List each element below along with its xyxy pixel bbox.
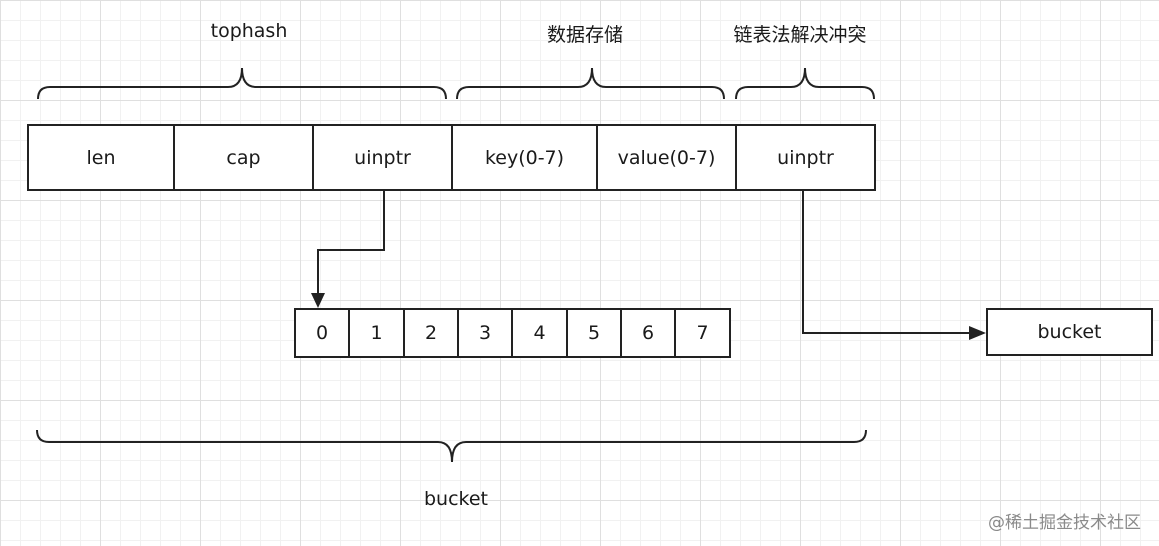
slot-2: 2 bbox=[405, 310, 459, 356]
tophash-array: 0 1 2 3 4 5 6 7 bbox=[294, 308, 731, 358]
field-tophash-pointer: uinptr bbox=[314, 126, 453, 189]
watermark: @稀土掘金技术社区 bbox=[988, 513, 1141, 533]
field-cap: cap bbox=[175, 126, 314, 189]
slot-6: 6 bbox=[622, 310, 676, 356]
bucket-struct: len cap uinptr key(0-7) value(0-7) uinpt… bbox=[27, 124, 876, 191]
slot-1: 1 bbox=[350, 310, 405, 356]
brace-bucket bbox=[36, 429, 867, 463]
brace-tophash bbox=[37, 67, 447, 100]
arrow-head-overflow bbox=[969, 326, 986, 340]
arrow-head-tophash bbox=[311, 293, 325, 308]
slot-3: 3 bbox=[459, 310, 513, 356]
overflow-bucket-label: bucket bbox=[1037, 321, 1102, 343]
slot-4: 4 bbox=[513, 310, 568, 356]
arrow-to-tophash-array bbox=[317, 190, 385, 296]
arrow-to-overflow-bucket bbox=[802, 190, 972, 334]
overflow-bucket: bucket bbox=[986, 308, 1153, 356]
brace-chaining bbox=[735, 67, 875, 100]
brace-storage bbox=[456, 67, 725, 100]
slot-7: 7 bbox=[696, 322, 709, 344]
field-len: len bbox=[29, 126, 175, 189]
slot-5: 5 bbox=[568, 310, 622, 356]
field-overflow-pointer: uinptr bbox=[777, 146, 834, 169]
header-chaining: 链表法解决冲突 bbox=[733, 24, 867, 46]
slot-0: 0 bbox=[296, 310, 350, 356]
header-tophash: tophash bbox=[210, 20, 288, 42]
field-keys: key(0-7) bbox=[453, 126, 598, 189]
header-storage: 数据存储 bbox=[546, 24, 624, 46]
bucket-caption: bucket bbox=[423, 488, 489, 510]
field-values: value(0-7) bbox=[598, 126, 737, 189]
